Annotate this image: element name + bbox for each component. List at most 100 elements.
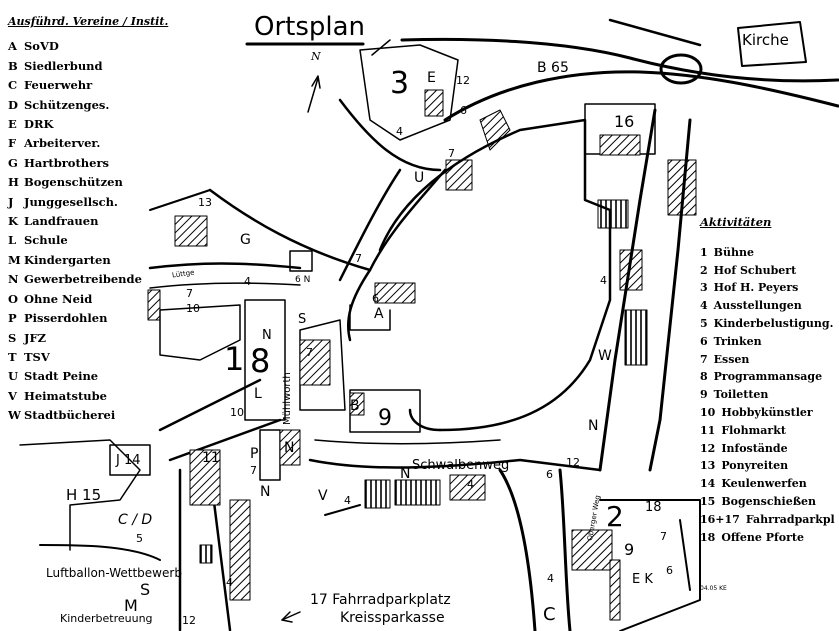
club-name: Schule bbox=[24, 233, 68, 248]
marker-l: L bbox=[254, 386, 262, 402]
club-name: JFZ bbox=[24, 330, 47, 345]
marker-7f: 7 bbox=[660, 530, 667, 543]
club-key: H bbox=[8, 175, 19, 190]
marker-6-n: 6 N bbox=[295, 275, 311, 285]
marker-9b: 9 bbox=[624, 540, 635, 559]
club-key: O bbox=[8, 291, 19, 306]
marker-u: U bbox=[414, 170, 425, 186]
activity-name: Essen bbox=[713, 352, 750, 366]
club-key: G bbox=[8, 155, 18, 170]
label-stamp: 04.05 KE bbox=[700, 585, 727, 592]
marker-2: 2 bbox=[606, 500, 624, 533]
road-b65-label: B 65 bbox=[537, 60, 569, 76]
club-key: J bbox=[8, 194, 14, 209]
activity-name: Programmansage bbox=[713, 370, 823, 384]
club-legend-item: H Bogenschützen bbox=[8, 173, 168, 192]
activity-number: 13 bbox=[700, 459, 716, 473]
club-key: D bbox=[8, 97, 18, 112]
club-name: Heimatstube bbox=[24, 388, 107, 403]
marker-b: B bbox=[350, 398, 360, 414]
marker-4a: 4 bbox=[396, 125, 403, 138]
map-title: Ortsplan bbox=[254, 12, 366, 42]
club-key: F bbox=[8, 136, 17, 151]
activity-name: Flohmarkt bbox=[721, 423, 786, 437]
club-name: Stadtbücherei bbox=[24, 408, 116, 423]
activities-legend-header: Aktivitäten bbox=[700, 215, 772, 229]
marker-18: 18 bbox=[645, 500, 662, 515]
marker-p: P bbox=[250, 446, 259, 462]
club-legend-item: L Schule bbox=[8, 231, 168, 250]
marker-10a: 10 bbox=[186, 302, 200, 315]
marker-v: V bbox=[318, 488, 328, 504]
marker-6b: 6 bbox=[372, 292, 379, 305]
club-key: L bbox=[8, 233, 17, 248]
activity-name: Toiletten bbox=[713, 388, 769, 402]
club-name: Kindergarten bbox=[24, 252, 111, 267]
marker-4g: 4 bbox=[547, 572, 554, 585]
marker-s-top: S bbox=[298, 312, 307, 327]
activity-number: 12 bbox=[700, 441, 716, 455]
club-name: Siedlerbund bbox=[24, 58, 103, 73]
street-schwalbenweg: Schwalbenweg bbox=[412, 458, 510, 473]
marker-e-k: E K bbox=[632, 572, 653, 587]
marker-s-low: S bbox=[140, 580, 151, 599]
church-label: Kirche bbox=[742, 31, 789, 49]
marker-n-schwalben: N bbox=[400, 466, 411, 482]
club-legend-item: B Siedlerbund bbox=[8, 57, 168, 76]
activity-name: Trinken bbox=[713, 334, 762, 348]
club-name: Bogenschützen bbox=[24, 175, 123, 190]
club-name: Gewerbetreibende bbox=[24, 272, 142, 287]
activity-number: 16+17 bbox=[700, 512, 740, 526]
activity-name: Kinderbelustigung. bbox=[713, 316, 834, 330]
club-key: B bbox=[8, 58, 18, 73]
activity-number: 14 bbox=[700, 477, 716, 491]
street-muehlworth: Mühlworth bbox=[282, 372, 293, 425]
activity-legend-item: 3 Hof H. Peyers bbox=[700, 279, 835, 297]
activity-name: Ponyreiten bbox=[721, 459, 789, 473]
marker-11: 11 bbox=[202, 450, 220, 466]
marker-7d: 7 bbox=[306, 346, 313, 359]
activity-number: 5 bbox=[700, 316, 708, 330]
activity-number: 3 bbox=[700, 281, 708, 295]
marker-m: M bbox=[124, 596, 138, 615]
marker-3: 3 bbox=[390, 66, 410, 101]
club-name: Landfrauen bbox=[24, 214, 99, 229]
activity-legend-item: 13 Ponyreiten bbox=[700, 457, 835, 475]
marker-12a: 12 bbox=[456, 74, 470, 87]
club-name: Schützenges. bbox=[24, 97, 110, 112]
marker-4c: 4 bbox=[600, 274, 607, 287]
marker-8: 8 bbox=[250, 342, 271, 380]
activity-name: Keulenwerfen bbox=[721, 477, 807, 491]
marker-1: 1 bbox=[224, 340, 245, 378]
activity-name: Bühne bbox=[713, 245, 754, 259]
club-key: E bbox=[8, 117, 17, 132]
club-name: TSV bbox=[24, 349, 50, 364]
activity-number: 10 bbox=[700, 405, 716, 419]
marker-4b: 4 bbox=[244, 275, 251, 288]
marker-6c: 6 bbox=[546, 468, 553, 481]
activity-number: 18 bbox=[700, 530, 716, 544]
north-label: N bbox=[311, 50, 321, 63]
marker-16: 16 bbox=[614, 112, 635, 131]
activity-number: 7 bbox=[700, 352, 708, 366]
activity-name: Hof H. Peyers bbox=[713, 281, 799, 295]
